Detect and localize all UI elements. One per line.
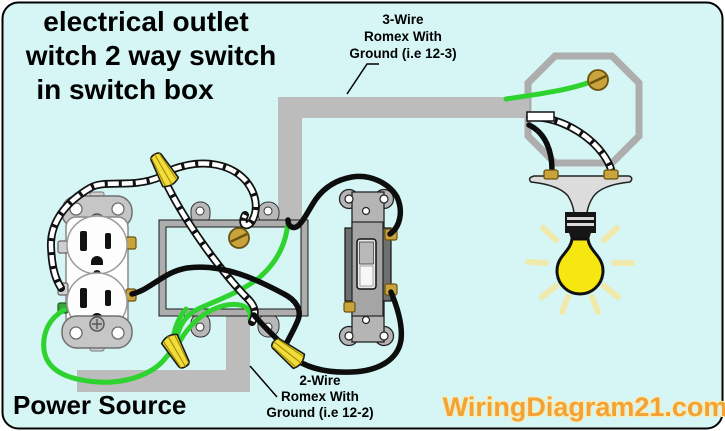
wire-white-stub [526, 111, 555, 122]
label-3-wire-line-2: Romex With [364, 29, 442, 44]
conduit-top-horizontal [278, 97, 529, 118]
neutral-wires [51, 111, 611, 322]
ground-screw-switch-box [227, 226, 251, 250]
wire-green-nut-to-conduit [177, 301, 253, 344]
bulb-socket [565, 212, 596, 233]
wire-green-box-to-nut [173, 219, 291, 344]
title-line-2: witch 2 way switch [25, 40, 277, 71]
wire-black-switch-to-light [285, 173, 404, 237]
leader-line-3-wire [346, 63, 379, 95]
hot-wires [129, 122, 555, 375]
title-line-1: electrical outlet [43, 6, 248, 37]
wire-black-nut-to-switch [289, 289, 405, 375]
switch-toggle-lever-down [359, 265, 374, 287]
ground-wires [41, 78, 596, 385]
fixture-terminal-left [543, 169, 559, 180]
duplex-outlet [57, 191, 137, 352]
fixture-terminal-screws [543, 169, 619, 180]
strap-screw-bottom [89, 316, 105, 332]
conduit-top-vertical [278, 97, 302, 222]
light-rays [525, 225, 635, 315]
page-title: electrical outlet witch 2 way switch in … [25, 6, 277, 105]
conduit-group [77, 97, 529, 392]
label-2-wire-line-3: Ground (i.e 12-2) [266, 405, 373, 420]
outlet-mounting-strap-bottom [61, 315, 133, 349]
switch-plate-screw-top [361, 206, 371, 216]
light-bulb [555, 237, 605, 296]
watermark-text: WiringDiagram21.com [443, 392, 725, 422]
switch-terminal-ground [343, 301, 356, 313]
label-3-wire-line-1: 3-Wire [382, 12, 424, 27]
switch-plate-screw-bottom [361, 315, 371, 325]
label-2-wire-line-1: 2-Wire [299, 373, 341, 388]
fixture-terminal-right [603, 169, 619, 180]
power-source-label: Power Source [13, 390, 186, 420]
toggle-switch [338, 188, 398, 347]
wire-green-to-light-screw [503, 78, 596, 102]
wire-green-outlet-loop [41, 307, 179, 385]
wire-black-outlet-to-nut [129, 264, 302, 349]
label-2-wire-line-2: Romex With [281, 389, 359, 404]
switch-box-frame [159, 220, 308, 316]
outlet-face-top [66, 215, 128, 275]
label-2-wire-romex: 2-Wire Romex With Ground (i.e 12-2) [266, 373, 373, 420]
label-3-wire-line-3: Ground (i.e 12-3) [349, 46, 456, 61]
switch-toggle-lever-up [359, 241, 374, 265]
label-3-wire-romex: 3-Wire Romex With Ground (i.e 12-3) [349, 12, 456, 61]
leader-line-2-wire [249, 365, 278, 398]
light-fixture [525, 175, 635, 315]
conduit-power-horizontal [77, 370, 250, 392]
title-line-3: in switch box [36, 74, 214, 105]
wire-black-light-fixture [526, 122, 555, 173]
ground-screw-junction-box [586, 68, 610, 92]
